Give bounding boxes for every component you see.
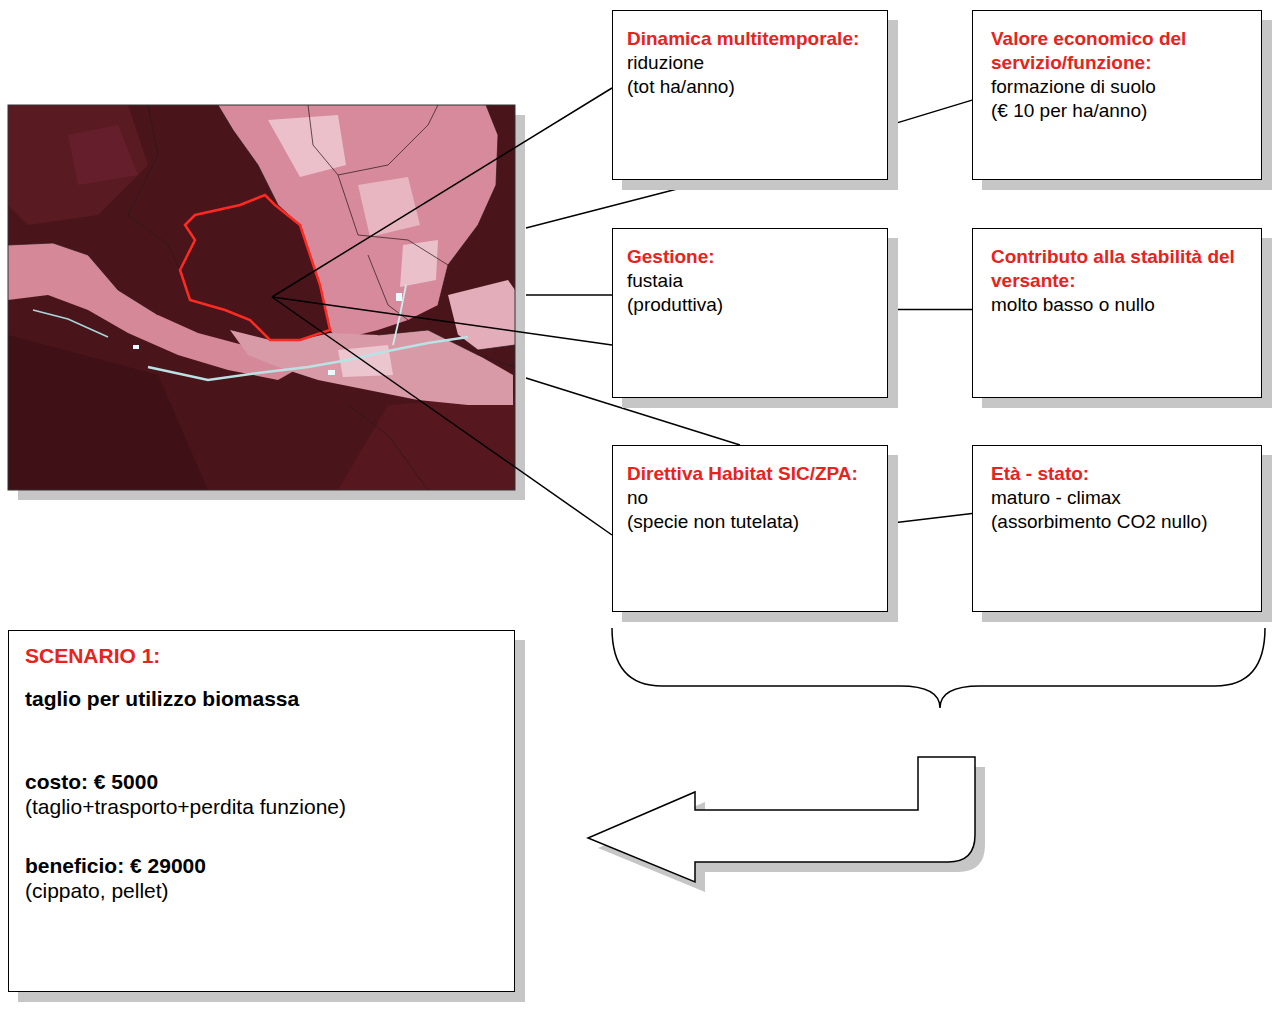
box-text: taglio per utilizzo biomassa <box>25 686 498 711</box>
box-text: (assorbimento CO2 nullo) <box>991 510 1247 534</box>
parcel-line <box>368 255 408 320</box>
box-text: formazione di suolo <box>991 75 1247 99</box>
forest-patch <box>8 335 208 490</box>
leader-line <box>526 180 712 228</box>
box-heading: SCENARIO 1: <box>25 643 498 668</box>
satellite-image <box>8 105 515 490</box>
box-text: riduzione <box>627 51 873 75</box>
parcel-line <box>308 105 438 175</box>
box-heading: Dinamica multitemporale: <box>627 27 873 51</box>
box-heading: Età - stato: <box>991 462 1247 486</box>
box-text: (€ 10 per ha/anno) <box>991 99 1247 123</box>
forest-patch <box>338 395 515 490</box>
forest-patch <box>8 105 148 225</box>
parcel-line <box>8 243 158 315</box>
info-box: Età - stato:maturo - climax(assorbimento… <box>972 445 1262 612</box>
connector-line <box>888 513 972 523</box>
box-text: (tot ha/anno) <box>627 75 873 99</box>
stream <box>33 310 108 337</box>
leader-line <box>272 297 612 345</box>
leader-line <box>272 297 612 535</box>
hollow-arrow <box>588 757 975 882</box>
image-frame <box>8 105 515 490</box>
box-text: (cippato, pellet) <box>25 878 498 903</box>
parcel-line <box>128 105 180 270</box>
parcel-line <box>348 405 428 490</box>
river <box>148 337 468 380</box>
parcel-line <box>438 105 498 305</box>
box-heading: Direttiva Habitat SIC/ZPA: <box>627 462 873 486</box>
leader-line <box>526 294 612 296</box>
box-text: no <box>627 486 873 510</box>
box-text: beneficio: € 29000 <box>25 853 498 878</box>
forest-ground <box>8 105 515 490</box>
scenario-box: SCENARIO 1: taglio per utilizzo biomassa c… <box>8 630 515 992</box>
box-heading: Gestione: <box>627 245 873 269</box>
selected-stand-outline <box>180 195 330 340</box>
connector-line <box>888 100 972 126</box>
box-text: (taglio+trasporto+perdita funzione) <box>25 794 498 819</box>
connectors <box>888 100 972 523</box>
connector-line <box>888 309 972 311</box>
leader-line <box>272 88 612 297</box>
box-text: (specie non tutelata) <box>627 510 873 534</box>
building-speck <box>328 370 335 375</box>
field-patch <box>358 177 420 237</box>
box-text: maturo - climax <box>991 486 1247 510</box>
building-speck <box>396 293 402 301</box>
box-text: (produttiva) <box>627 293 873 317</box>
box-text: molto basso o nullo <box>991 293 1247 317</box>
info-box: Valore economico del servizio/funzione:f… <box>972 10 1262 180</box>
info-box: Gestione:fustaia(produttiva) <box>612 228 888 398</box>
parcel-boundaries <box>8 105 515 490</box>
info-box: Direttiva Habitat SIC/ZPA:no(specie non … <box>612 445 888 612</box>
box-text: fustaia <box>627 269 873 293</box>
parcel-line <box>338 175 448 265</box>
box-heading: Valore economico del servizio/funzione: <box>991 27 1247 75</box>
info-box: Dinamica multitemporale:riduzione(tot ha… <box>612 10 888 180</box>
info-box: Contributo alla stabilità del versante:m… <box>972 228 1262 398</box>
box-text: costo: € 5000 <box>25 769 498 794</box>
field-patch <box>268 115 346 177</box>
box-heading: Contributo alla stabilità del versante: <box>991 245 1247 293</box>
building-speck <box>133 345 139 349</box>
grouping-brace <box>612 628 1265 708</box>
forest-patch <box>68 125 138 185</box>
